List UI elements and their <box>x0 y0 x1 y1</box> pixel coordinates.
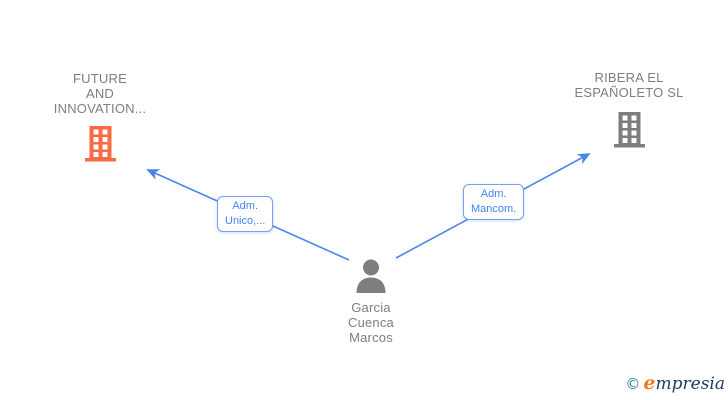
building-icon <box>613 112 645 148</box>
node-company-future-and-innovation[interactable]: FUTURE AND INNOVATION... <box>25 71 175 162</box>
brand-first-letter: e <box>643 372 656 394</box>
person-icon <box>356 259 386 293</box>
edge-label-line: Unico,... <box>225 215 266 227</box>
building-icon <box>84 126 116 162</box>
empresia-logo[interactable]: ©empresia <box>625 372 725 394</box>
copyright-icon: © <box>625 375 641 393</box>
edge-label-adm-mancom[interactable]: Adm. Mancom. <box>463 184 525 220</box>
company-name-line: RIBERA EL <box>594 70 664 85</box>
person-name: Garcia Cuenca Marcos <box>348 300 394 345</box>
edge-label-line: Adm. <box>232 200 259 212</box>
edge-label-line: Adm. <box>480 188 507 200</box>
company-name: RIBERA EL ESPAÑOLETO SL <box>574 70 683 100</box>
company-name-line: ESPAÑOLETO SL <box>574 85 684 100</box>
person-name-line: Marcos <box>349 330 393 345</box>
company-name-line: AND <box>85 86 115 101</box>
edge-label-adm-unico[interactable]: Adm. Unico,... <box>217 196 274 232</box>
person-name-line: Cuenca <box>347 315 394 330</box>
company-name: FUTURE AND INNOVATION... <box>54 71 146 116</box>
edge-label-line: Mancom. <box>471 203 517 215</box>
person-name-line: Garcia <box>351 300 391 315</box>
company-name-line: INNOVATION... <box>53 101 147 116</box>
company-name-line: FUTURE <box>73 71 127 86</box>
node-person-garcia-cuenca-marcos[interactable]: Garcia Cuenca Marcos <box>296 259 446 345</box>
node-company-ribera-el-espanoleto[interactable]: RIBERA EL ESPAÑOLETO SL <box>554 70 704 148</box>
brand-rest: mpresia <box>655 374 726 394</box>
